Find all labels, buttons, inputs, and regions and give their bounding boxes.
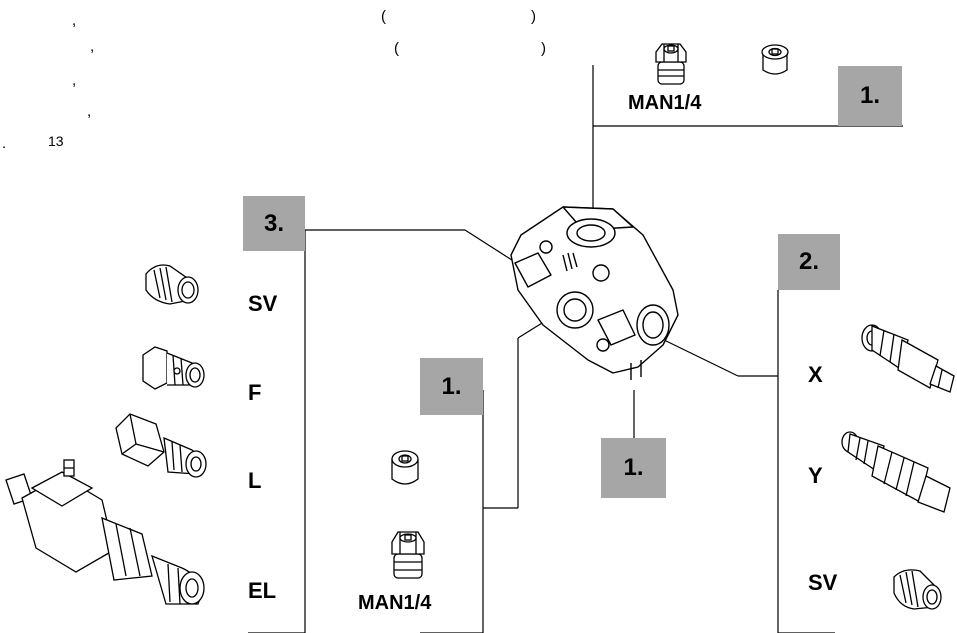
label-man-bottom: MAN1/4 [358, 592, 432, 614]
label-left-sv: SV [248, 291, 278, 316]
cartridge-sv-icon [893, 569, 942, 610]
cartridge-l-icon [115, 413, 207, 478]
label-man-top: MAN1/4 [628, 92, 702, 114]
header-fragment: ( [394, 40, 399, 57]
manometer-plug-icon [655, 43, 687, 85]
relief-valve-x-icon [861, 324, 955, 393]
header-fragment: , [87, 103, 92, 120]
badge-1-bottom: 1. [601, 438, 666, 498]
valve-block-icon [510, 206, 679, 380]
solenoid-valve-el-icon [5, 459, 205, 605]
header-fragment: , [90, 38, 95, 55]
label-right-y: Y [808, 463, 823, 488]
label-right-x: X [808, 362, 823, 387]
plug-icon [391, 450, 419, 485]
header-fragment: , [72, 72, 77, 89]
manometer-plug-icon [391, 531, 425, 579]
relief-valve-y-icon [841, 431, 951, 513]
header-fragment: , [72, 12, 77, 29]
cartridge-sv-icon [145, 264, 199, 305]
label-left-l: L [248, 468, 262, 493]
label-left-f: F [248, 380, 262, 405]
header-fragment: ( [381, 8, 386, 25]
label-left-el: EL [248, 578, 277, 603]
label-right-sv: SV [808, 570, 838, 595]
plug-icon [761, 44, 789, 75]
badge-2-right: 2. [778, 234, 840, 290]
badge-1-center: 1. [420, 358, 483, 415]
header-fragment: ) [531, 8, 536, 25]
header-fragment-number: 13 [48, 133, 64, 149]
header-fragment: . [2, 135, 7, 152]
header-fragment: ) [541, 40, 546, 57]
badge-3-left: 3. [243, 196, 305, 251]
badge-1-top: 1. [838, 66, 902, 126]
cartridge-f-icon [142, 346, 205, 390]
